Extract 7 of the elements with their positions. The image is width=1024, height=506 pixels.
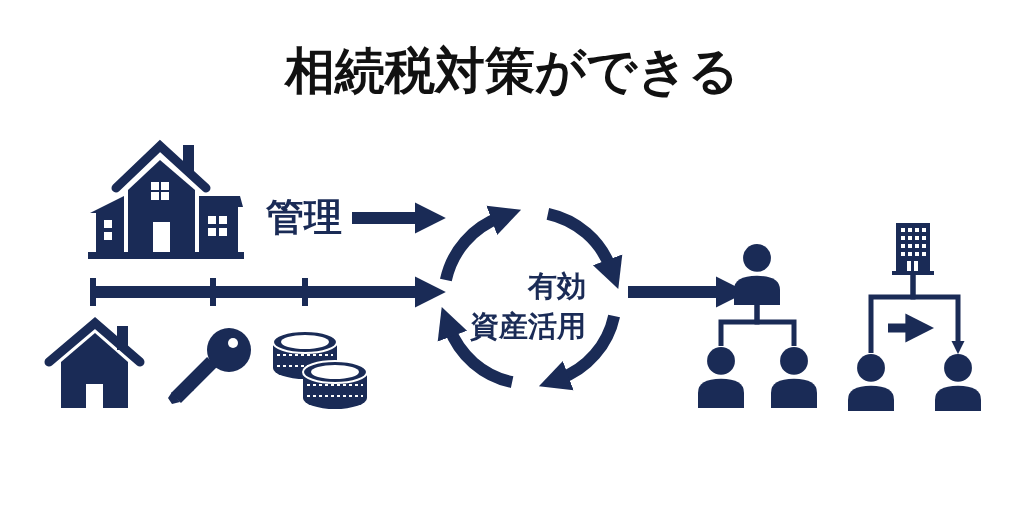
arrow [93,276,446,308]
node-label: 管理 [256,192,352,242]
arrow [352,202,446,234]
cycle-label: 有効資産活用 [470,268,586,345]
connector-line [754,305,797,346]
title: 相続税対策ができる [283,41,740,102]
arrow [910,275,965,355]
